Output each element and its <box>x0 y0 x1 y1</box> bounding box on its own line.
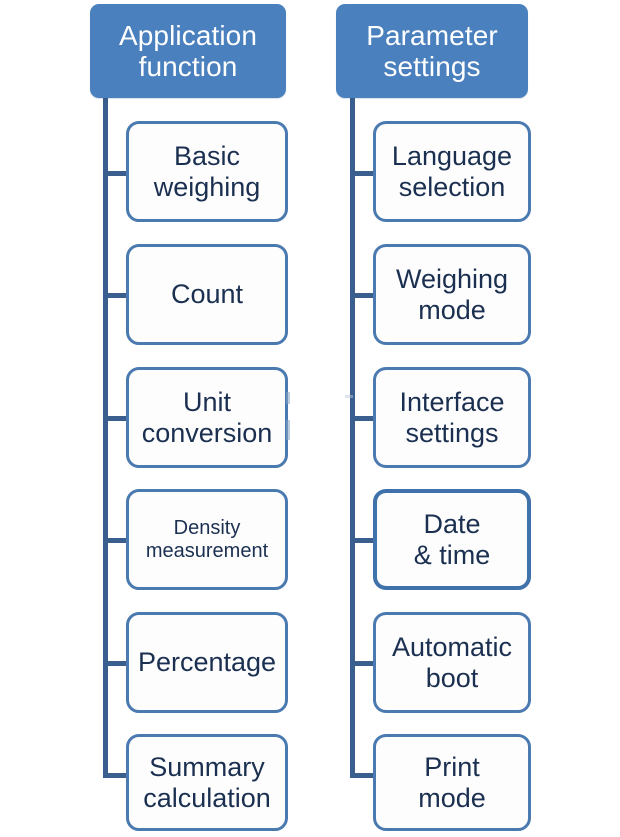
connector-branch-basic-weighing <box>103 171 130 176</box>
connector-branch-automatic-boot <box>350 661 377 666</box>
node-label: Count <box>170 279 244 310</box>
connector-branch-summary-calculation <box>103 773 130 778</box>
node-label: Percentage <box>137 647 277 678</box>
connector-branch-date-and-time <box>350 538 377 543</box>
image-artifact <box>286 392 290 404</box>
connector-branch-density-measurement <box>103 538 130 543</box>
image-artifact <box>286 420 290 440</box>
node-count[interactable]: Count <box>126 244 288 345</box>
connector-trunk-left <box>103 98 108 778</box>
connector-branch-count <box>103 293 130 298</box>
connector-branch-percentage <box>103 661 130 666</box>
node-date-and-time[interactable]: Date& time <box>373 489 531 590</box>
connector-trunk-right <box>350 98 355 778</box>
node-percentage[interactable]: Percentage <box>126 612 288 713</box>
node-label: Date& time <box>413 508 491 570</box>
connector-branch-interface-settings <box>350 416 377 421</box>
connector-branch-language-selection <box>350 171 377 176</box>
connector-branch-print-mode <box>350 773 377 778</box>
image-artifact <box>345 395 353 398</box>
connector-branch-weighing-mode <box>350 293 377 298</box>
connector-branch-unit-conversion <box>103 416 130 421</box>
